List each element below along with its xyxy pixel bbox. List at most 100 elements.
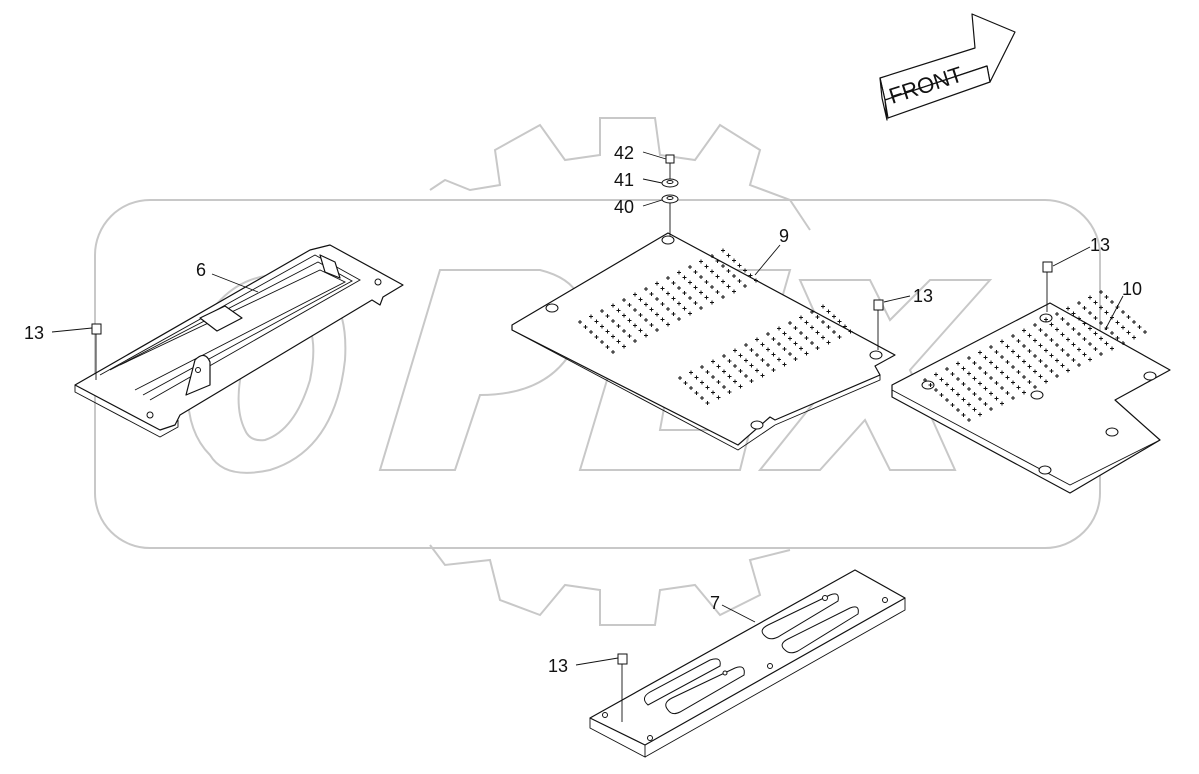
perforation-hole <box>705 385 710 390</box>
perforation-hole <box>956 361 960 366</box>
perforation-hole <box>1126 330 1131 335</box>
perforation-hole <box>967 356 971 360</box>
perforation-hole <box>1099 290 1103 294</box>
perforation-hole <box>749 348 754 352</box>
perforation-hole <box>815 330 820 335</box>
perforation-hole <box>727 390 732 394</box>
perforation-hole <box>688 265 692 269</box>
perforation-hole <box>1049 353 1054 358</box>
perforation-hole <box>1011 396 1015 400</box>
perforation-hole <box>793 341 798 346</box>
perforation-hole <box>688 280 692 285</box>
perforation-hole <box>1077 332 1081 336</box>
perforation-hole <box>1005 344 1010 349</box>
perforation-hole <box>710 269 714 274</box>
perforation-hole <box>788 336 792 341</box>
perforation-hole <box>716 395 721 400</box>
perforation-hole <box>666 322 670 327</box>
perforation-hole <box>1011 349 1015 354</box>
perforation-hole <box>1049 338 1054 342</box>
perforation-hole <box>710 254 714 258</box>
perforation-hole <box>755 337 759 342</box>
perforation-hole <box>978 350 982 355</box>
perforation-hole <box>961 413 966 417</box>
perforation-hole <box>810 325 814 330</box>
perforation-hole <box>689 370 693 375</box>
perforation-hole <box>989 391 993 396</box>
perforation-hole <box>726 284 731 289</box>
perforation-hole <box>605 345 610 349</box>
perforation-hole <box>1082 306 1087 310</box>
screw-13-center <box>873 299 884 350</box>
perforation-hole <box>771 337 776 341</box>
perforation-hole <box>710 300 714 305</box>
perforation-hole <box>715 259 720 263</box>
perforation-hole <box>1027 333 1032 338</box>
perforation-hole <box>627 303 632 307</box>
perforation-hole <box>1044 364 1048 368</box>
perforation-hole <box>1088 342 1092 346</box>
perforation-hole <box>749 363 754 368</box>
callout-13-left: 13 <box>24 323 44 343</box>
perforation-hole <box>677 301 681 306</box>
perforation-hole <box>782 331 787 336</box>
perforation-hole <box>1033 385 1037 389</box>
perforation-hole <box>594 319 599 324</box>
perforation-hole <box>733 348 737 353</box>
perforation-hole <box>766 332 770 336</box>
perforation-hole <box>1055 312 1059 316</box>
perforation-hole <box>939 393 944 397</box>
perforation-hole <box>716 380 721 384</box>
perforation-hole <box>777 357 781 362</box>
perforation-hole <box>837 319 842 324</box>
perforation-hole <box>699 306 703 310</box>
perforation-hole <box>821 335 825 340</box>
perforation-hole <box>671 312 676 316</box>
perforation-hole <box>710 285 714 289</box>
perforation-hole <box>989 345 993 349</box>
perforation-hole <box>1121 341 1125 345</box>
perforation-hole <box>699 275 703 279</box>
perforation-hole <box>799 346 803 351</box>
perforation-hole <box>744 343 748 347</box>
perforation-hole <box>1071 327 1076 331</box>
perforation-hole <box>600 324 604 329</box>
perforation-hole <box>678 376 682 380</box>
perforation-hole <box>721 264 725 268</box>
perforation-hole <box>1049 322 1054 327</box>
perforation-hole <box>1060 348 1065 352</box>
perforation-hole <box>848 329 853 334</box>
perforation-hole <box>804 320 809 325</box>
perforation-hole <box>1000 339 1004 344</box>
perforation-hole <box>967 387 971 391</box>
perforation-hole <box>782 347 787 351</box>
perforation-hole <box>788 321 792 325</box>
perforation-hole <box>1088 311 1092 315</box>
perforation-hole <box>721 248 725 253</box>
perforation-hole <box>972 376 977 381</box>
perforation-hole <box>956 392 960 397</box>
perforation-hole <box>677 317 681 321</box>
perforation-hole <box>682 275 687 280</box>
perforation-hole <box>1027 380 1032 384</box>
perforation-hole <box>733 379 737 384</box>
perforation-hole <box>1038 374 1043 379</box>
perforation-hole <box>682 306 687 311</box>
perforation-hole <box>638 297 643 302</box>
perforation-hole <box>950 403 955 407</box>
perforation-hole <box>644 302 648 307</box>
perforation-hole <box>655 328 659 332</box>
perforation-hole <box>983 402 988 406</box>
perforation-hole <box>945 367 949 371</box>
perforation-hole <box>1033 354 1037 358</box>
perforation-hole <box>961 397 966 402</box>
perforation-hole <box>994 396 999 401</box>
perforation-hole <box>705 401 710 405</box>
perforation-hole <box>600 309 604 313</box>
perforation-hole <box>649 307 654 312</box>
perforation-hole <box>694 391 699 395</box>
callout-7: 7 <box>710 593 720 613</box>
perforation-hole <box>700 380 704 385</box>
perforation-hole <box>1044 317 1048 322</box>
perforation-hole <box>677 286 681 290</box>
